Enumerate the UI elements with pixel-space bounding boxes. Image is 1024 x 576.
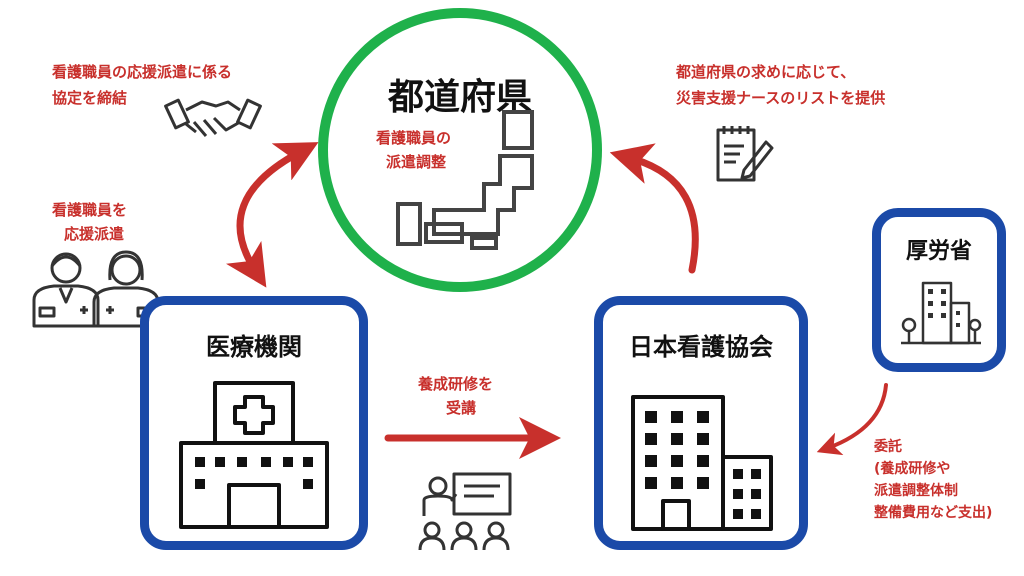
commission-label-line2: (養成研修や [874,461,951,477]
jna-title: 日本看護協会 [629,333,773,361]
government-building-icon [901,281,982,345]
training-label-line2: 受講 [446,399,477,417]
prefecture-sub-line1: 看護職員の [376,129,452,147]
jna-box: 日本看護協会 [594,296,808,550]
training-label-line1: 養成研修を [418,375,494,393]
hospital-building-icon [179,381,329,529]
arrow-prefecture-hospital [225,142,319,288]
commission-label-line3: 派遣調整体制 [874,483,958,499]
commission-label-line4: 整備費用など支出) [874,505,993,521]
agreement-label-line2: 協定を締結 [52,89,128,107]
hospital-box: 医療機関 [140,296,368,550]
arrow-jna-prefecture [609,143,699,274]
commission-label-line1: 委託 [874,439,902,455]
list-label-line1: 都道府県の求めに応じて、 [676,63,856,81]
dispatch-label-line2: 応援派遣 [64,225,125,243]
list-label-line2: 災害支援ナースのリストを提供 [676,89,886,107]
hospital-title: 医療機関 [206,333,302,361]
handshake-icon [164,98,262,137]
office-building-icon [631,395,773,531]
arrow-mhlw-jna [816,383,888,456]
prefecture-sub-line2: 派遣調整 [386,153,447,171]
agreement-label-line1: 看護職員の応援派遣に係る [52,63,233,81]
mhlw-title: 厚労省 [905,239,972,264]
medical-staff-icon [32,250,160,328]
japan-map-icon [396,110,534,250]
dispatch-label-line1: 看護職員を [52,201,128,219]
training-session-icon [418,472,512,551]
mhlw-box: 厚労省 [872,208,1006,372]
prefecture-circle: 都道府県 看護職員の 派遣調整 [318,8,602,292]
checklist-pen-icon [716,126,774,182]
